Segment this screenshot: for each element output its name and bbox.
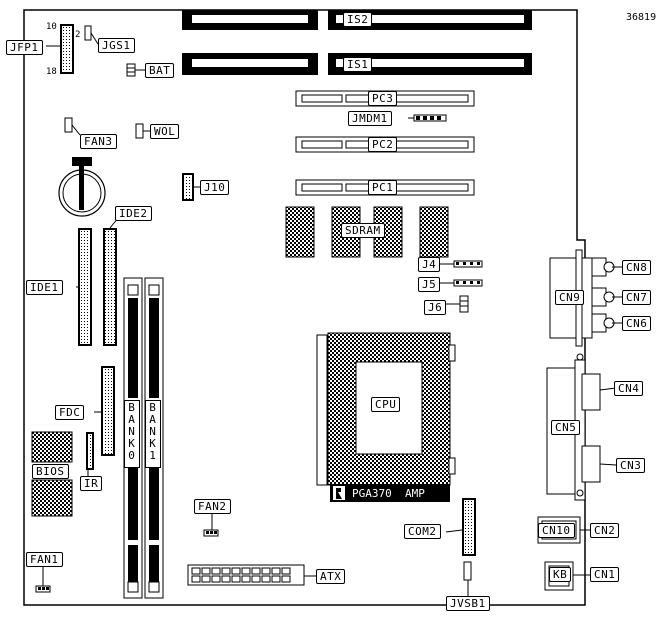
cpu-socket	[316, 332, 456, 502]
label-j6: J6	[424, 300, 447, 315]
label-pc2: PC2	[368, 137, 398, 152]
pin-number-2: 2	[75, 30, 81, 40]
label-sdram: SDRAM	[341, 223, 385, 238]
label-fdc: FDC	[55, 405, 85, 420]
label-pga370-amp: PGA370 AMP	[352, 487, 425, 500]
bat-header	[126, 63, 136, 77]
jvsb1-header	[463, 561, 472, 581]
ide2-connector	[103, 228, 117, 346]
label-cn10: CN10	[538, 523, 575, 538]
label-cn7: CN7	[622, 290, 652, 305]
label-jvsb1: JVSB1	[446, 596, 490, 611]
label-cn2: CN2	[590, 523, 620, 538]
label-is1: IS1	[343, 57, 373, 72]
label-com2: COM2	[404, 524, 441, 539]
label-cn1: CN1	[590, 567, 620, 582]
isa-slot-is1	[182, 53, 532, 75]
j4-header	[453, 260, 483, 268]
pin-number-18: 18	[46, 67, 57, 77]
label-is2: IS2	[343, 12, 373, 27]
label-fan3: FAN3	[80, 134, 117, 149]
label-j5: J5	[418, 277, 441, 292]
label-fan1: FAN1	[26, 552, 63, 567]
bios-chip	[31, 431, 73, 517]
label-jfp1: JFP1	[6, 40, 43, 55]
sdram-chips	[285, 206, 449, 258]
fdc-connector	[101, 366, 115, 456]
ide1-connector	[78, 228, 92, 346]
label-cn5: CN5	[551, 420, 581, 435]
label-wol: WOL	[150, 124, 180, 139]
fan1-header	[35, 585, 51, 593]
label-bat: BAT	[145, 63, 175, 78]
label-fan2: FAN2	[194, 499, 231, 514]
j5-header	[453, 279, 483, 287]
label-jgs1: JGS1	[98, 38, 135, 53]
board-outline	[23, 9, 586, 606]
leader-lines	[42, 32, 622, 596]
label-pc1: PC1	[368, 180, 398, 195]
battery	[58, 157, 106, 217]
label-pc3: PC3	[368, 91, 398, 106]
label-jmdm1: JMDM1	[348, 111, 392, 126]
label-cn8: CN8	[622, 260, 652, 275]
com2-header	[462, 498, 476, 556]
label-cn6: CN6	[622, 316, 652, 331]
label-bank0: BANK0	[124, 400, 140, 468]
label-cn4: CN4	[614, 381, 644, 396]
label-j4: J4	[418, 257, 441, 272]
label-bank1: BANK1	[145, 400, 161, 468]
jfp1-header	[60, 24, 74, 74]
j10-header	[182, 173, 194, 201]
wol-header	[135, 123, 144, 139]
label-atx: ATX	[316, 569, 346, 584]
jgs1-header	[84, 25, 92, 41]
fan3-header	[64, 117, 73, 133]
fan2-header	[203, 529, 219, 537]
isa-slot-is2	[182, 10, 532, 30]
atx-power-connector	[187, 564, 305, 586]
label-ir: IR	[80, 476, 103, 491]
pin-number-10: 10	[46, 22, 57, 32]
board-id: 36819	[626, 12, 657, 23]
label-cn9: CN9	[555, 290, 585, 305]
label-cpu: CPU	[371, 397, 401, 412]
label-cn3: CN3	[616, 458, 646, 473]
label-kb: KB	[549, 567, 572, 582]
ir-header	[86, 432, 94, 470]
jmdm1-header	[413, 114, 447, 122]
label-ide1: IDE1	[26, 280, 63, 295]
label-j10: J10	[200, 180, 230, 195]
label-ide2: IDE2	[115, 206, 152, 221]
label-bios: BIOS	[32, 464, 69, 479]
j6-header	[459, 295, 469, 313]
